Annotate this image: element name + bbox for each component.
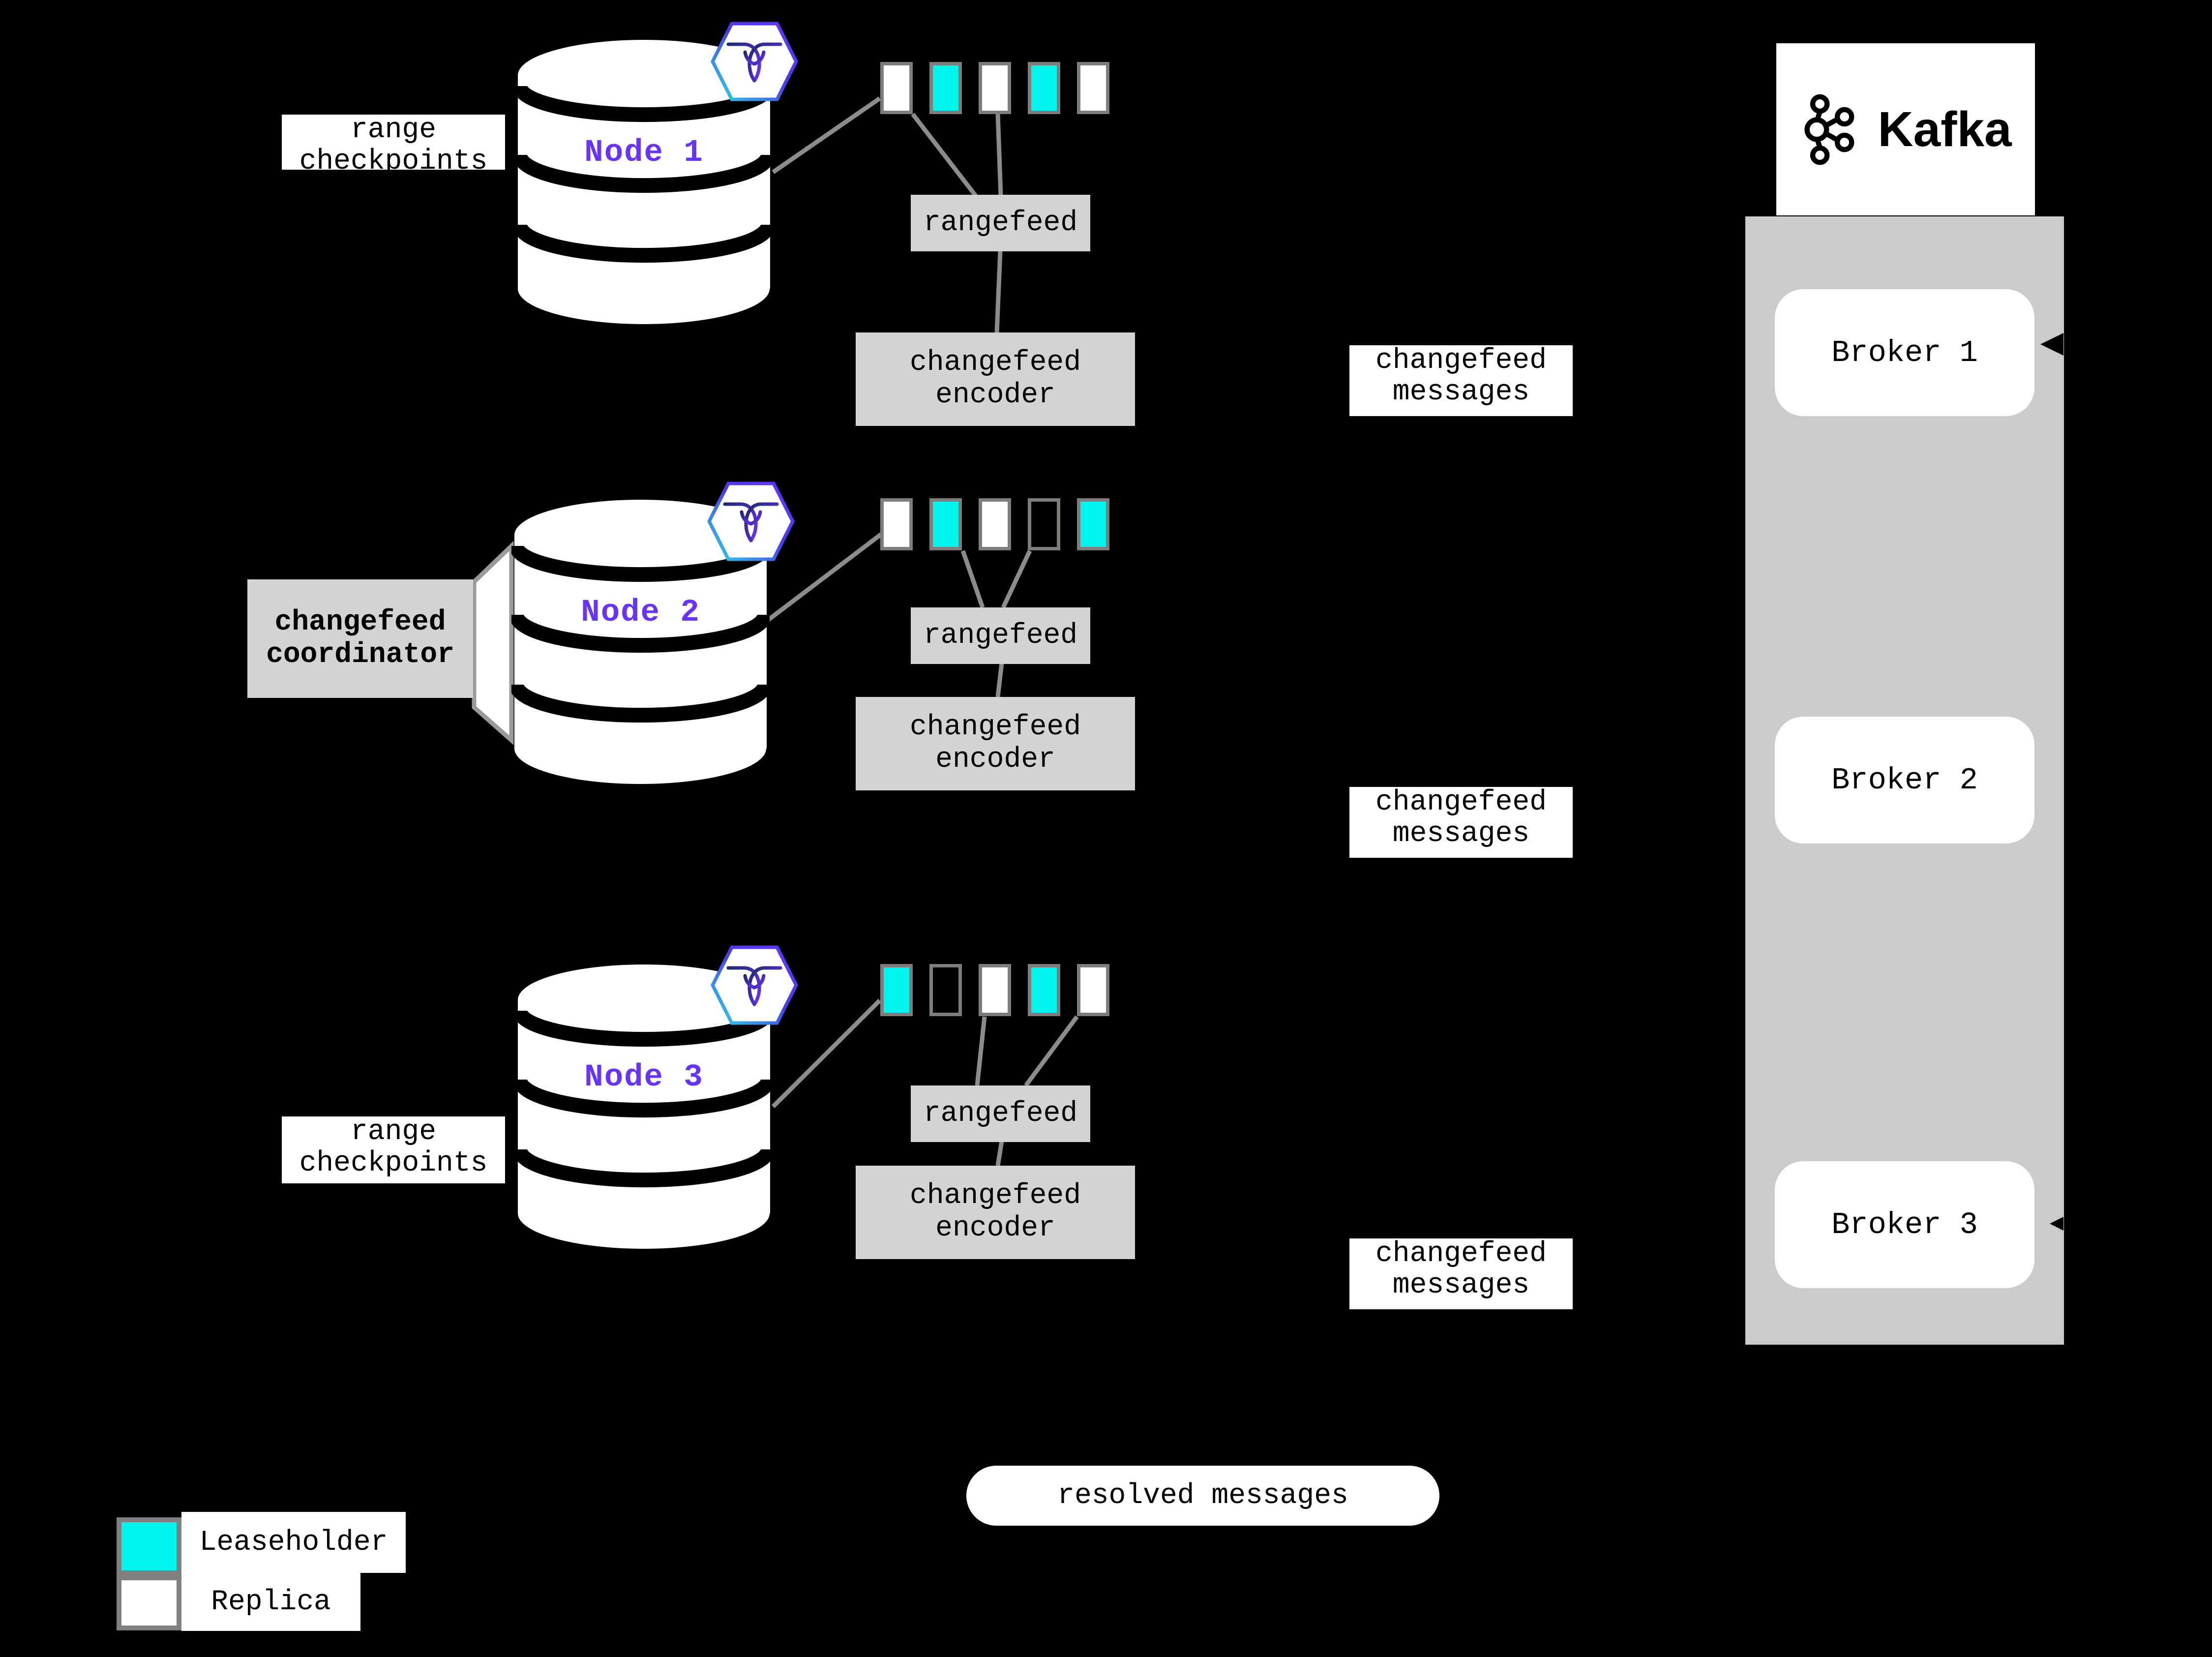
range-square [929,498,962,550]
node3-range-squares [880,964,1109,1016]
broker-label: Broker 3 [1831,1207,1978,1242]
label-line: messages [1392,376,1530,408]
node3-label: Node 3 [584,1060,704,1095]
kafka-logo-box: Kafka [1776,43,2035,215]
node1-range-squares [880,62,1109,114]
cockroachdb-badge-icon [710,21,799,102]
changefeed-messages-label-node1: changefeed messages [1349,345,1573,416]
rangefeed-label: rangefeed [923,1097,1078,1130]
connector-range2a-to-rangefeed2 [960,550,985,608]
legend-replica-labelbox: Replica [181,1573,360,1631]
encoder-label-line: changefeed [909,347,1081,379]
broker-1-box: Broker 1 [1775,289,2034,416]
connector-range1b-to-rangefeed1 [995,114,1003,196]
legend-replica-swatch [117,1575,181,1630]
database-cylinder-icon [512,964,776,1249]
range-square [929,62,962,114]
node1-label: Node 1 [584,135,704,171]
node3-cylinder: Node 3 [512,962,776,1252]
broker-2-box: Broker 2 [1775,717,2034,844]
database-cylinder-icon [509,500,772,784]
range-checkpoints-label-node3: range checkpoints [282,1116,505,1183]
legend-leaseholder-swatch [117,1517,181,1575]
encoder-label-line: encoder [935,379,1055,411]
label-line: range [350,115,437,146]
resolved-messages-pill: resolved messages [966,1466,1439,1526]
changefeed-messages-label-node3: changefeed messages [1349,1238,1573,1309]
changefeed-encoder-box-node1: changefeed encoder [856,332,1135,426]
connector-node2-to-ranges [766,532,883,623]
connector-range2b-to-rangefeed2 [1001,550,1032,608]
range-square [979,964,1011,1016]
legend-leaseholder-label: Leaseholder [199,1526,388,1559]
label-line: changefeed [1375,345,1547,377]
legend-replica-label: Replica [211,1586,331,1618]
range-square [1028,964,1060,1016]
connector-range3b-to-rangefeed3 [1024,1015,1079,1087]
rangefeed-box-node2: rangefeed [911,607,1090,664]
rangefeed-label: rangefeed [923,619,1078,652]
label-line: checkpoints [299,146,488,170]
database-cylinder-icon [512,40,776,324]
connector-node3-to-ranges [771,998,882,1109]
connector-rangefeed2-to-encoder2 [995,663,1004,697]
coordinator-label-line: coordinator [266,638,454,671]
changefeed-encoder-box-node3: changefeed encoder [856,1166,1135,1259]
label-line: checkpoints [299,1147,488,1179]
gray-connectors [766,96,1079,1166]
broker-3-box: Broker 3 [1775,1161,2034,1288]
changefeed-encoder-box-node2: changefeed encoder [856,697,1135,790]
connector-range3a-to-rangefeed3 [975,1016,987,1086]
node1-cylinder: Node 1 [512,37,776,327]
connector-node1-to-ranges [772,96,881,174]
range-square [1077,964,1109,1016]
coordinator-label-line: changefeed [274,606,446,638]
arrowhead-into-broker3-icon [2050,1217,2063,1231]
rangefeed-label: rangefeed [923,207,1078,239]
range-square [1077,498,1109,550]
legend-leaseholder-labelbox: Leaseholder [181,1512,406,1573]
resolved-messages-label: resolved messages [1057,1479,1348,1512]
label-line: changefeed [1375,787,1547,818]
kafka-logo-icon [1804,94,1854,165]
broker-label: Broker 2 [1831,762,1978,798]
encoder-label-line: encoder [935,1212,1055,1244]
range-square [880,498,913,550]
arrowhead-into-broker1-icon [2040,333,2063,356]
range-square [880,62,913,114]
connector-rangefeed3-to-encoder3 [995,1141,1004,1166]
cockroachdb-badge-icon [710,944,799,1026]
encoder-label-line: encoder [935,744,1055,776]
connector-rangefeed1-to-encoder1 [994,250,1003,333]
node2-range-squares [880,498,1109,550]
rangefeed-box-node1: rangefeed [911,195,1090,251]
connector-range1a-to-rangefeed1 [911,113,978,197]
node2-cylinder: Node 2 [509,497,772,787]
kafka-title: Kafka [1878,101,2012,157]
range-square [1028,62,1060,114]
coordinator-callout-flag [472,541,514,745]
range-square [929,964,962,1016]
label-line: messages [1392,1269,1530,1301]
label-line: range [350,1116,437,1148]
changefeed-coordinator-box: changefeed coordinator [247,579,473,698]
node2-label: Node 2 [581,595,700,631]
range-checkpoints-label-node1: range checkpoints [282,115,505,170]
rangefeed-box-node3: rangefeed [911,1085,1090,1142]
cockroachdb-badge-icon [706,481,796,562]
encoder-label-line: changefeed [909,1180,1081,1212]
range-square [979,62,1011,114]
range-square [1028,498,1060,550]
label-line: messages [1392,818,1530,850]
encoder-label-line: changefeed [909,711,1081,743]
broker-label: Broker 1 [1831,335,1978,370]
changefeed-messages-label-node2: changefeed messages [1349,787,1573,858]
range-square [1077,62,1109,114]
range-square [979,498,1011,550]
label-line: changefeed [1375,1238,1547,1270]
range-square [880,964,913,1016]
